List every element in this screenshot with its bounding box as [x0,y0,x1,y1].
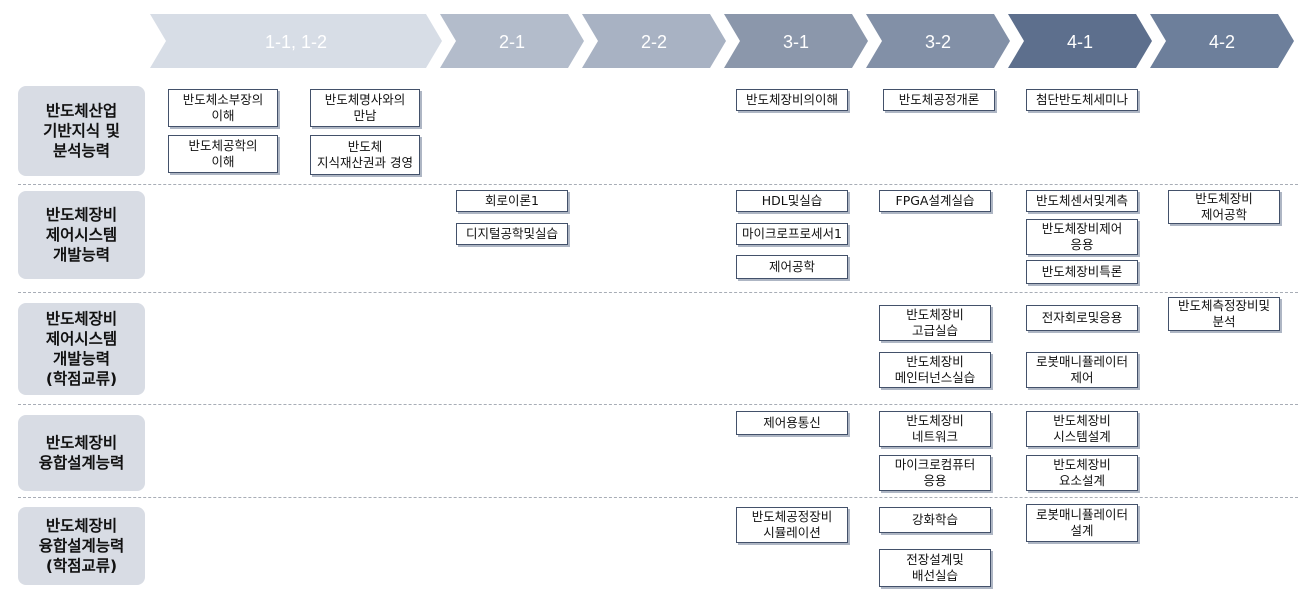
course-digital-engineering-lab: 디지털공학및실습 [456,223,568,245]
semester-chevron-7 [1150,14,1294,68]
course-equipment-special-topics: 반도체장비특론 [1026,260,1138,284]
course-equipment-advanced-lab: 반도체장비 고급실습 [879,305,991,341]
semester-label-3: 2-2 [641,32,667,52]
semester-label-6: 4-1 [1067,32,1093,52]
course-electrical-design-wiring-lab: 전장설계및 배선실습 [879,549,991,587]
semester-chevron-6 [1008,14,1152,68]
competency-label-control-system-exchange: 반도체장비 제어시스템 개발능력 (학점교류) [18,303,145,395]
course-equipment-network: 반도체장비 네트워크 [879,411,991,447]
competency-label-control-system: 반도체장비 제어시스템 개발능력 [18,191,145,279]
row-separator [18,404,1298,405]
competency-label-convergence-design: 반도체장비 융합설계능력 [18,415,145,491]
course-equipment-intro: 반도체장비의이해 [736,89,848,111]
course-robot-manipulator-control: 로봇매니퓰레이터 제어 [1026,352,1138,388]
course-microcomputer-application: 마이크로컴퓨터 응용 [879,455,991,491]
semester-chevron-bar: 1-1, 1-2 2-1 2-2 3-1 3-2 4-1 4-2 [150,14,1294,68]
semester-label-2: 2-1 [499,32,525,52]
course-microprocessor-1: 마이크로프로세서1 [736,223,848,245]
semester-chevron-1 [150,14,442,68]
course-equipment-system-design: 반도체장비 시스템설계 [1026,411,1138,447]
course-semiconductor-materials-intro: 반도체소부장의 이해 [168,89,278,127]
course-equipment-maintenance-lab: 반도체장비 메인터넌스실습 [879,352,991,388]
course-advanced-seminar: 첨단반도체세미나 [1026,89,1138,111]
course-process-intro: 반도체공정개론 [883,89,995,111]
course-robot-manipulator-design: 로봇매니퓰레이터 설계 [1026,504,1138,542]
course-sensor-measurement: 반도체센서및계측 [1026,190,1138,212]
semester-chevron-5 [866,14,1010,68]
row-separator [18,292,1298,293]
course-semiconductor-celebrity-meeting: 반도체명사와의 만남 [310,89,420,127]
course-equipment-control-engineering: 반도체장비 제어공학 [1168,190,1280,224]
semester-label-1: 1-1, 1-2 [265,32,327,52]
course-semiconductor-ip-management: 반도체 지식재산권과 경영 [310,135,420,175]
course-equipment-element-design: 반도체장비 요소설계 [1026,455,1138,491]
semester-label-5: 3-2 [925,32,951,52]
course-electronic-circuits-application: 전자회로및응용 [1026,305,1138,331]
course-hdl-lab: HDL및실습 [736,190,848,212]
competency-label-industry-knowledge: 반도체산업 기반지식 및 분석능력 [18,86,145,176]
course-control-engineering: 제어공학 [736,255,848,279]
course-measurement-equipment-analysis: 반도체측정장비및 분석 [1168,297,1280,331]
competency-label-convergence-design-exchange: 반도체장비 융합설계능력 (학점교류) [18,507,145,585]
row-separator [18,184,1298,185]
course-process-equipment-simulation: 반도체공정장비 시뮬레이션 [736,507,848,543]
course-semiconductor-engineering-intro: 반도체공학의 이해 [168,135,278,173]
course-fpga-design-lab: FPGA설계실습 [879,190,991,212]
semester-chevron-4 [724,14,868,68]
course-reinforcement-learning: 강화학습 [879,507,991,533]
semester-label-7: 4-2 [1209,32,1235,52]
course-circuit-theory-1: 회로이론1 [456,190,568,212]
semester-label-4: 3-1 [783,32,809,52]
course-equipment-control-application: 반도체장비제어 응용 [1026,219,1138,255]
semester-chevron-3 [582,14,726,68]
row-separator [18,497,1298,498]
course-control-communication: 제어용통신 [736,411,848,435]
semester-chevron-2 [440,14,584,68]
